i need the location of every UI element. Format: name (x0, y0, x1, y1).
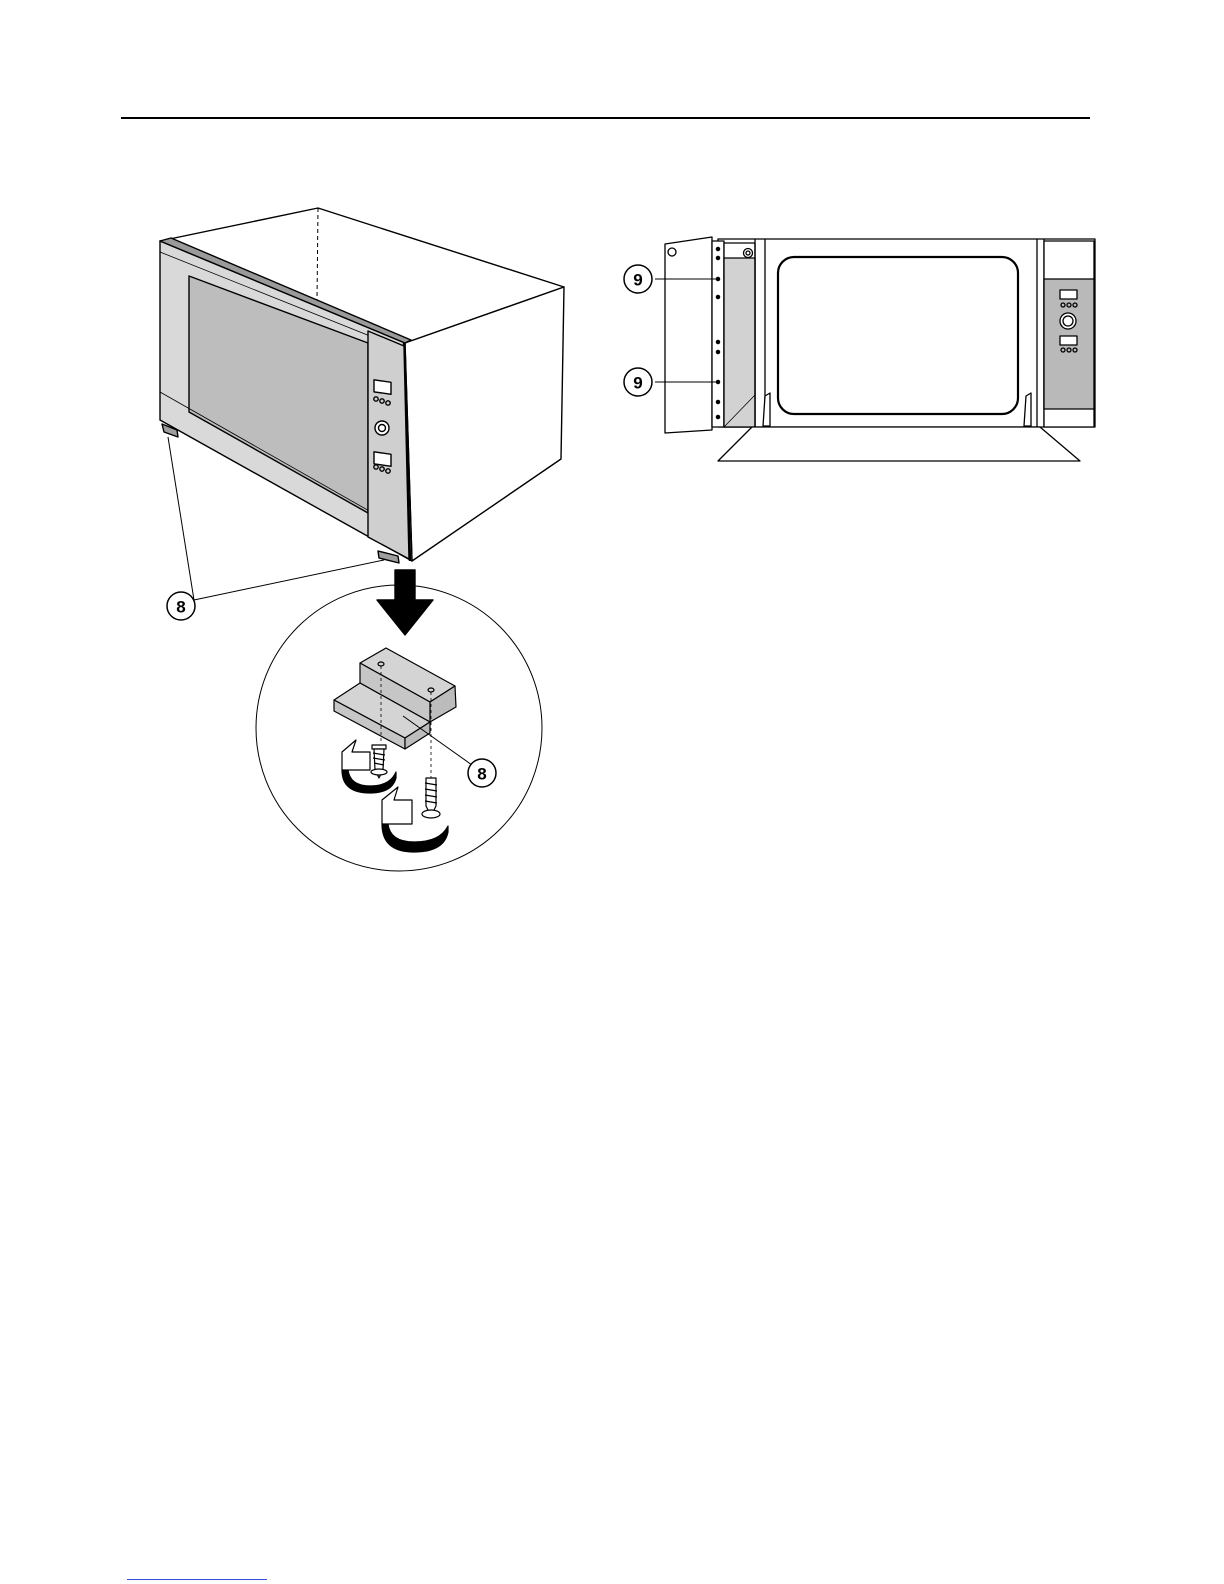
control-knob-icon (375, 421, 389, 435)
left-side-panel (724, 258, 755, 427)
screw-icon (371, 745, 387, 778)
upper-display-icon (374, 380, 391, 394)
callout-label: 9 (633, 374, 642, 393)
dropdown-door (718, 427, 1080, 461)
callout-label: 8 (477, 765, 486, 784)
cavity-window (778, 257, 1018, 414)
oven-front-view-figure (655, 237, 1095, 461)
oven-foot-right (378, 551, 399, 563)
feet-leader-left (168, 437, 194, 600)
footer-link-underline[interactable] (127, 1579, 267, 1580)
front-upper-display-icon (1060, 290, 1077, 299)
callout-lower-hinge: 9 (624, 368, 652, 396)
callout-label: 8 (176, 598, 185, 617)
down-arrow-icon (377, 570, 433, 635)
screw-icon (422, 778, 440, 818)
oven-perspective-figure (160, 208, 564, 635)
callout-feet: 8 (167, 592, 195, 620)
feet-leader-right (194, 560, 384, 600)
front-lower-display-icon (1060, 336, 1077, 345)
lower-display-icon (374, 452, 391, 466)
callout-spacer: 8 (468, 759, 496, 787)
callout-upper-hinge: 9 (624, 265, 652, 293)
callout-label: 9 (633, 271, 642, 290)
rotate-arrow-icon (342, 740, 396, 793)
side-door-panel (665, 237, 712, 433)
rotate-arrow-icon (382, 787, 448, 852)
hinge-strip (712, 241, 724, 427)
oven-control-panel (368, 331, 409, 559)
